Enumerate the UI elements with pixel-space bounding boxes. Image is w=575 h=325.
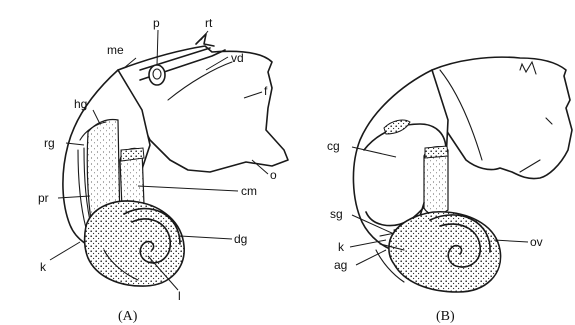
panel-b-band [425,146,448,158]
caption-b: (B) [436,309,455,324]
label-a-l: l [178,289,181,303]
label-a-cm: cm [241,184,257,198]
label-a-k: k [40,260,47,274]
panel-a-digestive-gland [85,201,184,286]
label-a-o: o [270,168,277,182]
label-b-ov: ov [530,235,543,249]
panel-a: me p rt vd f hg rg pr cm o dg k l (A) [38,16,288,324]
label-a-hg: hg [74,97,87,111]
label-a-vd: vd [231,51,244,65]
label-b-sg: sg [330,207,343,221]
label-a-rg: rg [44,136,55,150]
label-b-k: k [338,240,345,254]
panel-a-penis [149,65,165,85]
panel-b: cg sg k ag ov (B) [327,57,572,324]
caption-a: (A) [118,309,138,324]
label-a-dg: dg [234,232,247,246]
panel-b-ovary [389,212,501,292]
label-b-cg: cg [327,139,340,153]
panel-b-body-outline [432,57,572,178]
label-a-rt: rt [205,16,213,30]
label-a-p: p [153,16,160,30]
label-a-pr: pr [38,191,49,205]
label-a-me: me [107,43,124,57]
panel-a-rt-tip [196,34,214,46]
label-b-ag: ag [334,258,347,272]
